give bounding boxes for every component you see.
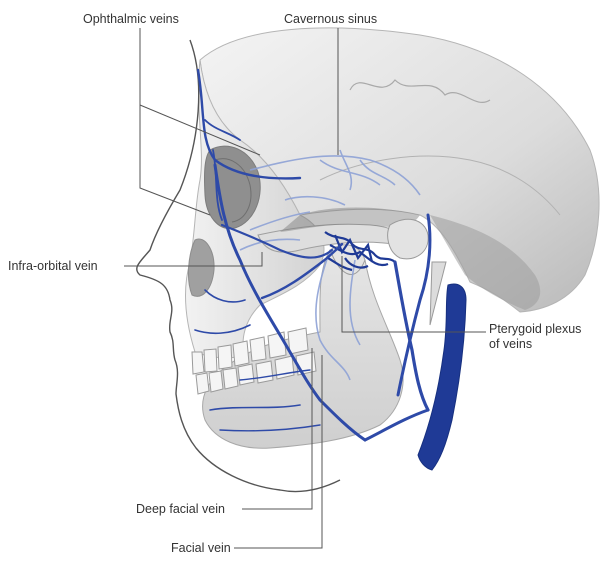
label-pterygoid-plexus: Pterygoid plexus of veins: [489, 322, 581, 352]
internal-jugular-vein: [418, 284, 466, 470]
label-ophthalmic-veins: Ophthalmic veins: [83, 12, 179, 27]
label-pterygoid-line2: of veins: [489, 337, 581, 352]
label-infra-orbital-vein: Infra-orbital vein: [8, 259, 98, 274]
label-deep-facial-vein: Deep facial vein: [136, 502, 225, 517]
styloid-process: [430, 262, 446, 325]
label-cavernous-sinus: Cavernous sinus: [284, 12, 377, 27]
mandibular-condyle: [388, 219, 428, 259]
label-pterygoid-line1: Pterygoid plexus: [489, 322, 581, 337]
label-facial-vein: Facial vein: [171, 541, 231, 556]
